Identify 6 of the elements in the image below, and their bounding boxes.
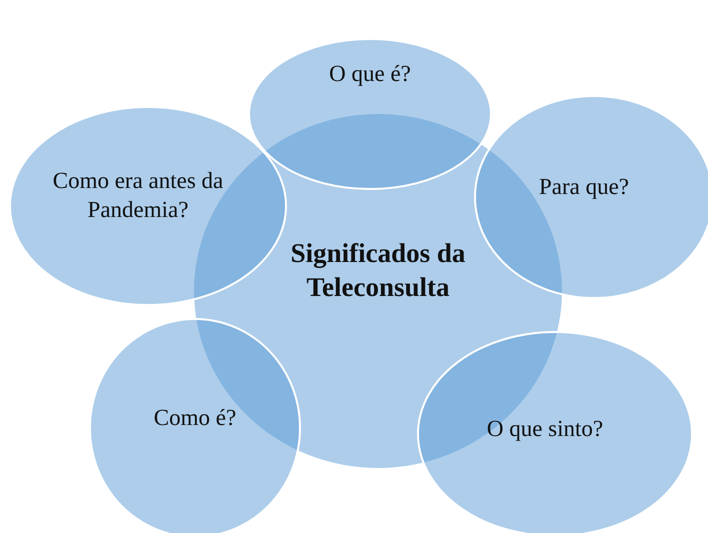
topic-label: O que sinto? bbox=[486, 414, 604, 443]
topic-label: Como é? bbox=[154, 404, 236, 432]
central-title: Significados da Teleconsulta bbox=[290, 237, 466, 304]
topic-label: Como era antes da Pandemia? bbox=[52, 167, 224, 224]
topic-label: Para que? bbox=[538, 172, 630, 201]
topic-label: O que é? bbox=[329, 60, 411, 88]
